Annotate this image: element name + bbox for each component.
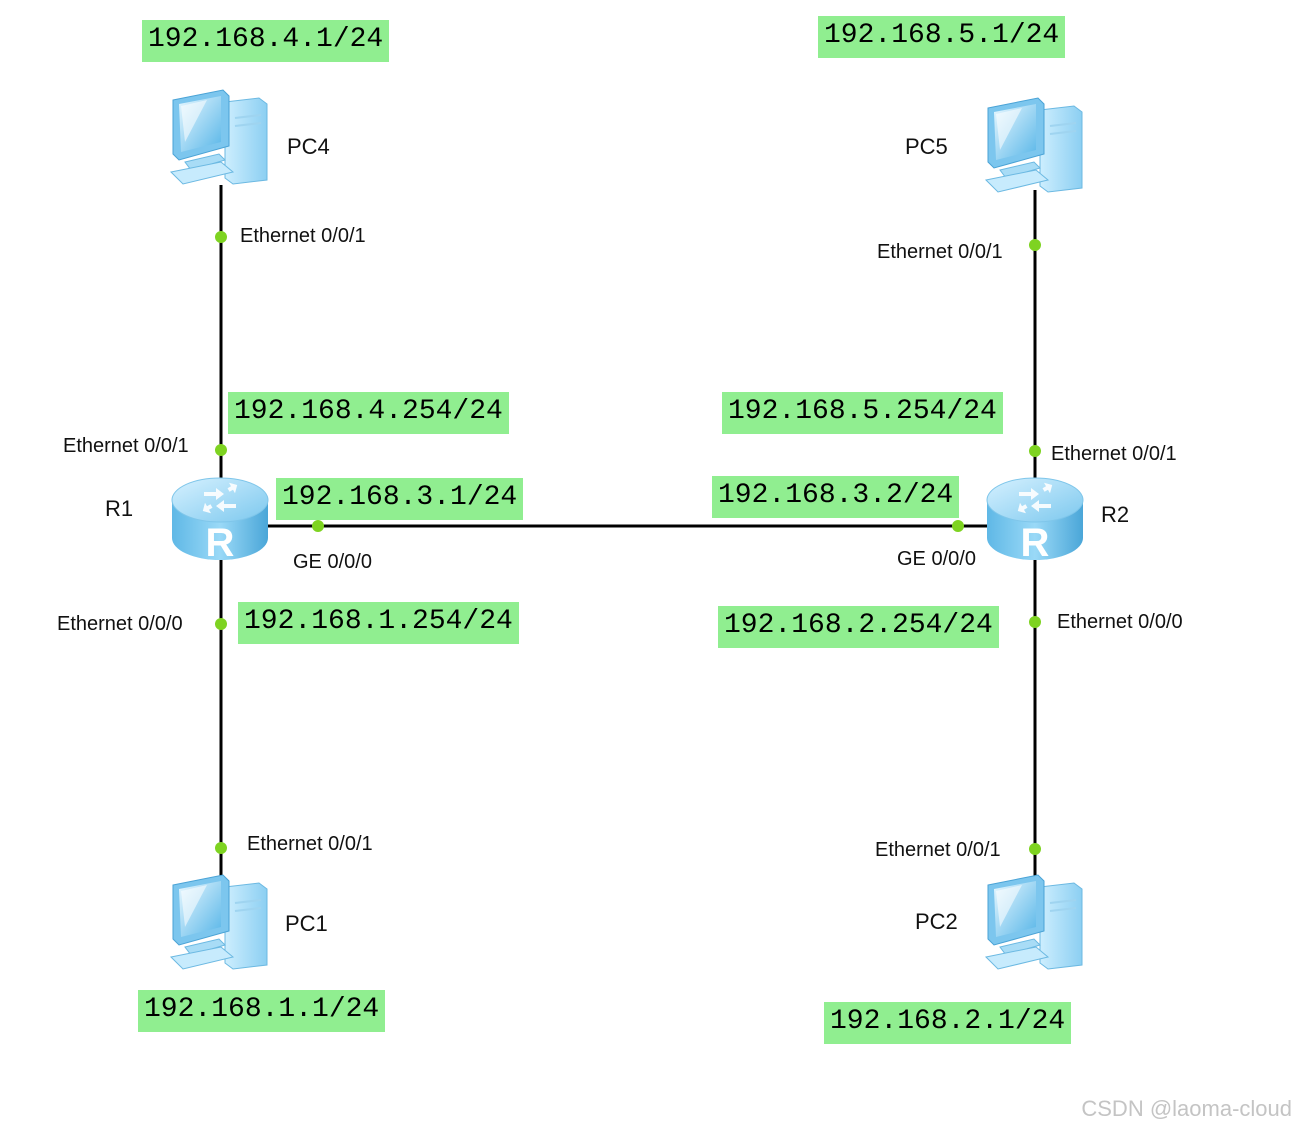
pc5-port-label: Ethernet 0/0/1 [877, 241, 1003, 263]
r1-ge-port-label: GE 0/0/0 [293, 551, 372, 573]
pc4-ip: 192.168.4.1/24 [142, 20, 390, 62]
port-dot-r2-eth0 [1029, 616, 1041, 628]
port-dot-pc2-eth [1029, 843, 1041, 855]
watermark: CSDN @laoma-cloud [1081, 1096, 1292, 1121]
pc1-ip: 192.168.1.1/24 [138, 990, 386, 1032]
port-dots [215, 231, 1041, 855]
r1-eth1-ip: 192.168.4.254/24 [228, 392, 509, 434]
r2-eth0-ip: 192.168.2.254/24 [718, 606, 999, 648]
r2-ge-ip: 192.168.3.2/24 [712, 476, 960, 518]
r2-name: R2 [1101, 502, 1130, 527]
port-dot-r2-ge [952, 520, 964, 532]
pc5-ip: 192.168.5.1/24 [818, 16, 1066, 58]
pc2-ip: 192.168.2.1/24 [824, 1002, 1072, 1044]
pc1-name: PC1 [285, 911, 328, 936]
r1-ge-ip: 192.168.3.1/24 [276, 478, 524, 520]
r2-eth0-port-label: Ethernet 0/0/0 [1057, 611, 1183, 633]
r2-eth1-port-label: Ethernet 0/0/1 [1051, 443, 1177, 465]
r2-eth1-ip: 192.168.5.254/24 [722, 392, 1003, 434]
r2-ge-port-label: GE 0/0/0 [897, 548, 976, 570]
pc2-name: PC2 [915, 909, 958, 934]
pc5-icon[interactable] [985, 97, 1083, 193]
port-dot-pc4-eth [215, 231, 227, 243]
port-dot-r1-eth1 [215, 444, 227, 456]
r1-router-icon[interactable] [171, 477, 269, 566]
r1-eth1-port-label: Ethernet 0/0/1 [63, 435, 189, 457]
pc2-icon[interactable] [985, 874, 1083, 970]
pc4-icon[interactable] [170, 89, 268, 185]
pc1-port-label: Ethernet 0/0/1 [247, 833, 373, 855]
port-dot-pc5-eth [1029, 239, 1041, 251]
port-dot-r1-eth0 [215, 618, 227, 630]
pc5-name: PC5 [905, 134, 948, 159]
port-dot-r2-eth1 [1029, 445, 1041, 457]
r1-name: R1 [105, 496, 134, 521]
r2-router-icon[interactable] [986, 477, 1084, 566]
links [219, 185, 1037, 885]
pc2-port-label: Ethernet 0/0/1 [875, 839, 1001, 861]
pc1-icon[interactable] [170, 874, 268, 970]
port-dot-pc1-eth [215, 842, 227, 854]
pc4-port-label: Ethernet 0/0/1 [240, 225, 366, 247]
port-dot-r1-ge [312, 520, 324, 532]
r1-eth0-port-label: Ethernet 0/0/0 [57, 613, 183, 635]
r1-eth0-ip: 192.168.1.254/24 [238, 602, 519, 644]
pc4-name: PC4 [287, 134, 330, 159]
